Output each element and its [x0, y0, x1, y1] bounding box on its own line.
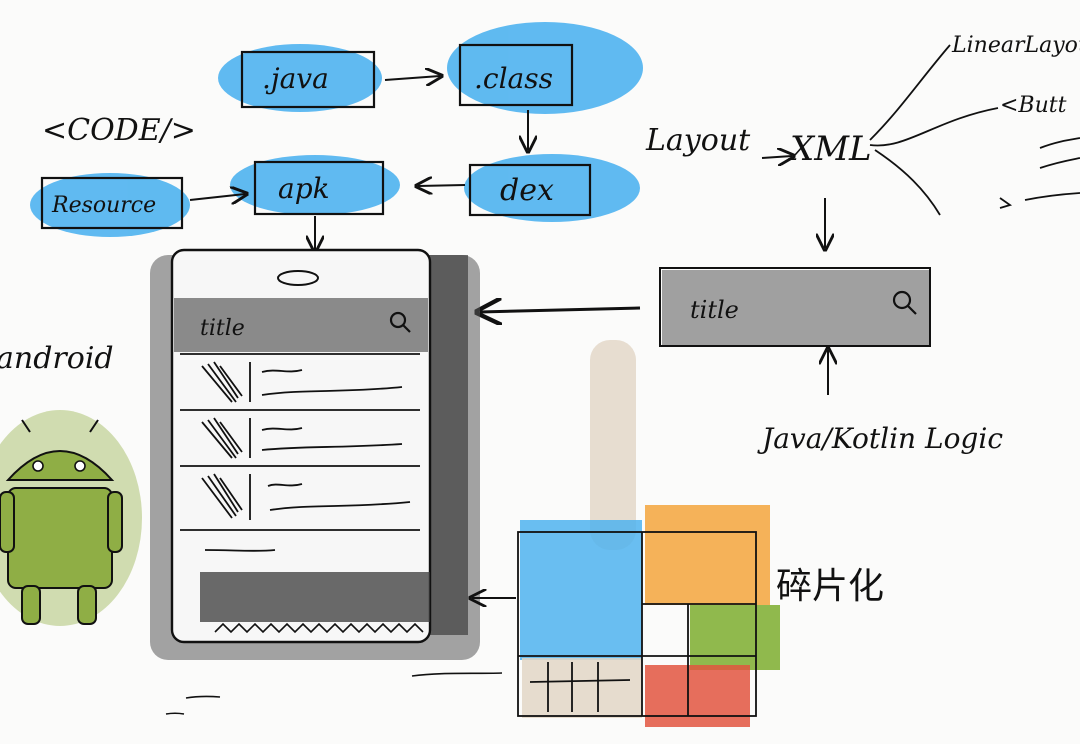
phone-list: [180, 353, 420, 552]
layout-xml-arrow: [761, 156, 792, 158]
class-label: .class: [474, 62, 553, 95]
class-node: .class: [458, 43, 574, 107]
toolbar-component: title: [659, 267, 931, 347]
xml-scribble-lines: [869, 44, 1080, 216]
java-node: .java: [240, 50, 376, 109]
phone-speaker: [277, 270, 319, 286]
layout-label: Layout: [645, 123, 751, 158]
stray-strokes: [165, 672, 503, 715]
fragmentation-label: 碎片化: [776, 566, 884, 607]
code-label: <CODE/>: [42, 113, 196, 148]
apk-node: apk: [253, 160, 385, 216]
dex-label: dex: [500, 173, 554, 208]
flow-arrows: [189, 76, 528, 250]
linear-layout-label: LinearLayout: [951, 33, 1080, 58]
resource-label: Resource: [51, 193, 156, 218]
search-icon: [892, 290, 912, 310]
apk-label: apk: [278, 172, 330, 205]
phone-toolbar: [174, 298, 428, 352]
button-label: <Butt: [1000, 93, 1067, 118]
phone-title: title: [200, 316, 245, 341]
resource-node: Resource: [40, 176, 184, 230]
java-kotlin-label: Java/Kotlin Logic: [757, 422, 1003, 455]
android-robot: [0, 410, 142, 626]
phone-search-icon: [389, 311, 407, 329]
toolbar-title: title: [690, 296, 739, 324]
phone-nav-bar: [200, 572, 430, 622]
xml-label: XML: [787, 129, 872, 169]
java-label: .java: [262, 62, 329, 95]
toolbar-to-phone-arrow: [480, 308, 641, 312]
phone-mockup: title: [150, 248, 480, 660]
fragmentation-grid: [517, 340, 780, 727]
dex-node: dex: [468, 163, 592, 217]
android-label: android: [0, 341, 114, 376]
